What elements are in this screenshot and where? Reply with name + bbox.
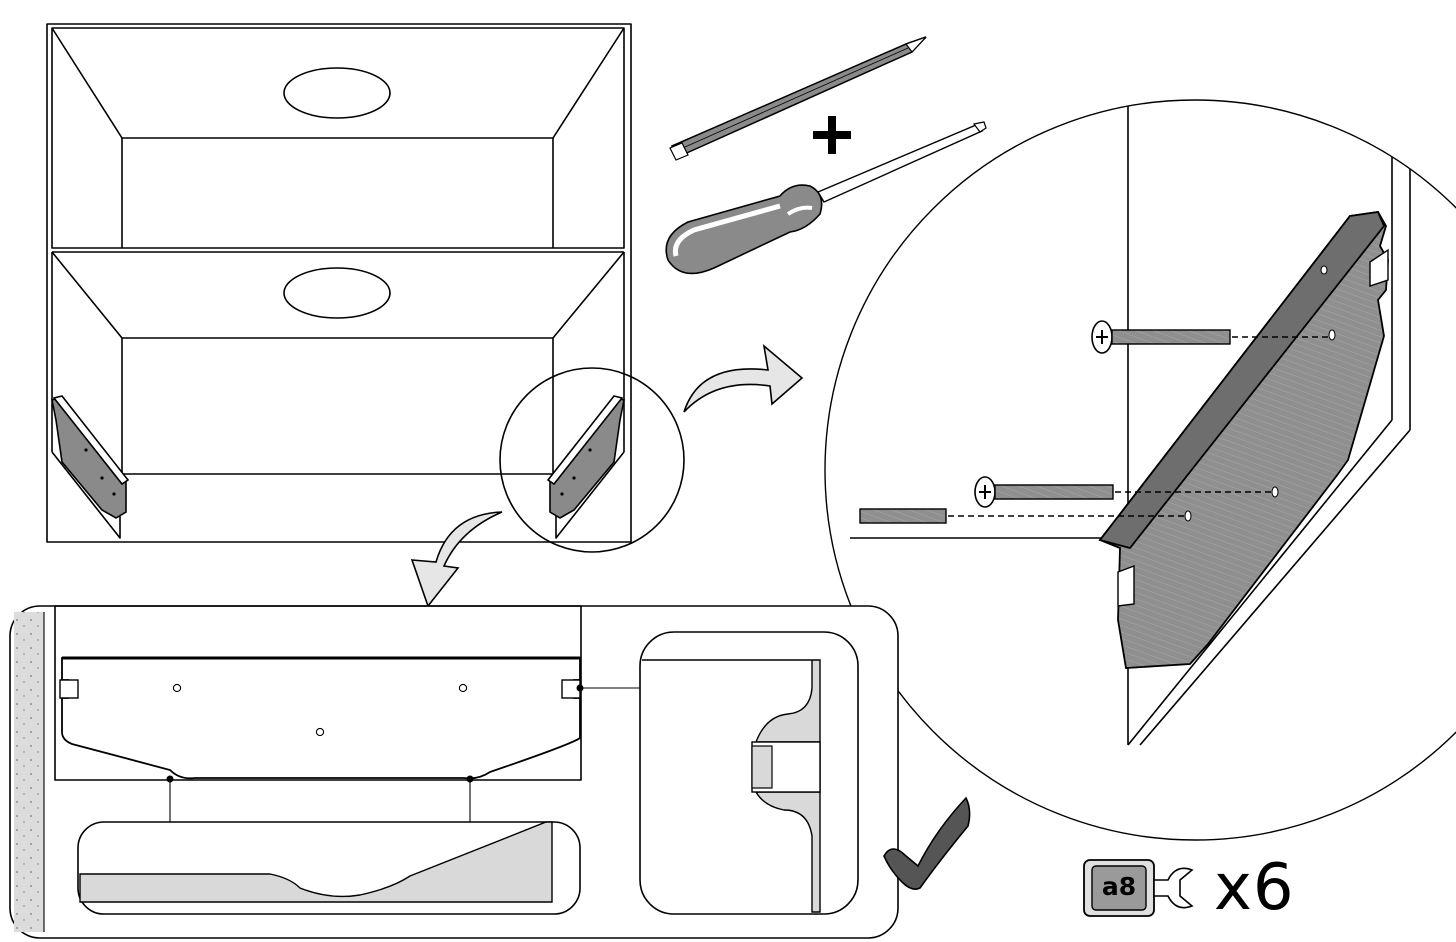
zoom-circle-small <box>499 367 685 553</box>
quantity-label: x6 <box>1214 851 1295 925</box>
pencil-icon <box>669 36 927 161</box>
screw-icon <box>1091 320 1330 354</box>
plus-icon <box>813 116 851 154</box>
wrench-icon <box>1153 867 1194 909</box>
screw-icon <box>859 508 1186 524</box>
arrow-to-detail-right <box>683 343 804 413</box>
zoom-circle-large <box>824 99 1456 841</box>
part-callout-badge <box>1083 859 1155 917</box>
screw-icon <box>974 476 1272 508</box>
arrow-to-detail-bottom <box>410 511 503 608</box>
screwdriver-icon <box>665 121 987 275</box>
cabinet-bracket-right <box>546 395 625 519</box>
bracket-detail <box>1098 211 1389 669</box>
cabinet-bracket-left <box>51 395 130 519</box>
bracket-mounting-detail-panel <box>9 605 899 939</box>
checkmark-icon <box>883 796 971 890</box>
part-code-label: a8 <box>1101 872 1137 901</box>
cabinet-drawing <box>46 23 632 543</box>
